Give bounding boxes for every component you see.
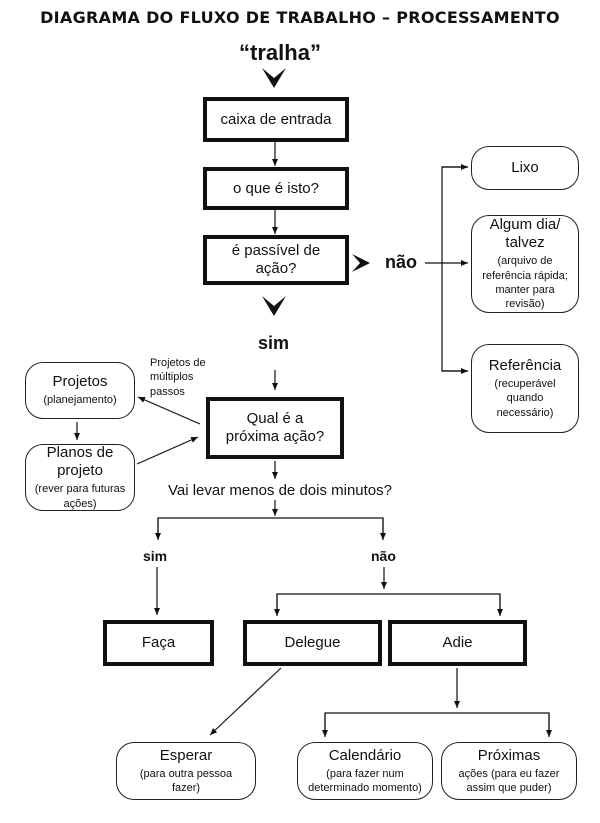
calendar-note: (para fazer num determinado momento) — [308, 767, 422, 794]
multi-step-projects-label: Projetos de múltiplos passos — [150, 357, 206, 398]
next-action-line2: próxima ação? — [225, 428, 325, 445]
calendar-label: Calendário — [328, 746, 402, 764]
defer-box: Adie — [388, 620, 527, 666]
page-title: DIAGRAMA DO FLUXO DE TRABALHO – PROCESSA… — [40, 8, 560, 27]
actionable-line1: é passível de — [231, 242, 321, 259]
branch-no-label: não — [385, 252, 418, 272]
delegate-box: Delegue — [243, 620, 382, 666]
next-actions-label: Próximas — [477, 746, 541, 764]
waiting-label: Esperar — [159, 746, 213, 764]
someday-maybe-box: Algum dia/ talvez (arquivo de referência… — [471, 215, 579, 313]
next-actions-note: ações (para eu fazer assim que puder) — [458, 767, 560, 794]
bracket-two-min — [157, 517, 384, 539]
projects-label: Projetos — [52, 373, 108, 391]
trash-box: Lixo — [471, 146, 579, 190]
arrow-next-to-projects — [137, 396, 201, 425]
next-action-box: Qual é a próxima ação? — [206, 397, 344, 459]
waiting-for-box: Esperar (para outra pessoa fazer) — [116, 742, 256, 800]
inbox-box: caixa de entrada — [203, 97, 349, 142]
what-is-it-box: o que é isto? — [203, 167, 349, 210]
chevron-down-icon — [262, 296, 286, 316]
reference-note: (recuperável quando necessário) — [494, 378, 556, 419]
chevron-right-icon — [352, 254, 370, 272]
two-minutes-question: Vai levar menos de dois minutos? — [167, 482, 392, 499]
reference-box: Referência (recuperável quando necessári… — [471, 344, 579, 433]
bracket-non-actionable — [441, 166, 468, 372]
someday-note: (arquivo de referência rápida; manter pa… — [482, 255, 568, 311]
reference-label: Referência — [488, 357, 562, 375]
do-it-box: Faça — [103, 620, 214, 666]
projects-note: (planejamento) — [43, 394, 117, 407]
calendar-box: Calendário (para fazer num determinado m… — [297, 742, 433, 800]
two-min-yes-label: sim — [143, 548, 168, 564]
branch-yes-label: sim — [258, 333, 290, 353]
two-min-no-label: não — [371, 548, 396, 564]
next-action-line1: Qual é a — [246, 410, 304, 427]
actionable-box: é passível de ação? — [203, 235, 349, 285]
next-actions-box: Próximas ações (para eu fazer assim que … — [441, 742, 577, 800]
arrow-delegate-to-wait — [209, 667, 282, 736]
waiting-note: (para outra pessoa fazer) — [139, 767, 233, 794]
plans-label: Planos de projeto — [46, 444, 114, 480]
actionable-line2: ação? — [255, 260, 297, 277]
someday-label: Algum dia/ talvez — [489, 216, 561, 252]
plans-note: (rever para futuras ações) — [34, 483, 126, 510]
projects-box: Projetos (planejamento) — [25, 362, 135, 419]
chevron-down-icon — [262, 68, 286, 88]
project-plans-box: Planos de projeto (rever para futuras aç… — [25, 444, 135, 511]
start-label: “tralha” — [239, 40, 321, 65]
arrow-plans-to-next — [136, 436, 199, 465]
trash-label: Lixo — [511, 159, 539, 176]
